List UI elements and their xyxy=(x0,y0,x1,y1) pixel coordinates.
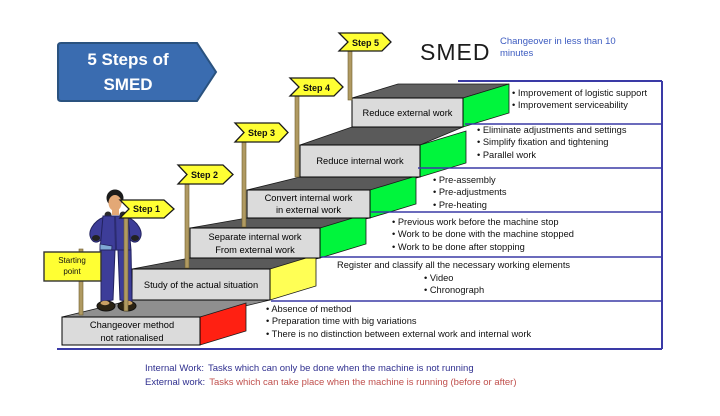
step-1-label-line1: Study of the actual situation xyxy=(143,279,259,290)
flag-step-2-label: Step 2 xyxy=(191,170,218,180)
bullet-item: Improvement of logistic support xyxy=(512,87,647,99)
step-5-label: Reduce external work xyxy=(354,100,461,126)
legend: Internal Work:Tasks which can only be do… xyxy=(145,362,517,389)
front-step-0 xyxy=(61,316,201,346)
step-4-bullets: Eliminate adjustments and settings Simpl… xyxy=(477,124,627,161)
start-sign xyxy=(43,251,102,282)
banner-line2: SMED xyxy=(103,75,153,94)
staircase-treads xyxy=(61,83,510,318)
step-1-label: Study of the actual situation xyxy=(134,271,268,299)
bullet-item: There is no distinction between external… xyxy=(266,328,531,340)
start-sign-line1: Starting xyxy=(58,256,86,265)
worker-hand-left xyxy=(92,235,100,241)
worker-zipper xyxy=(114,215,117,251)
bullet-item: Work to be done after stopping xyxy=(392,241,574,253)
page-title: SMED xyxy=(420,39,491,65)
step-3-label-line2: in external work xyxy=(275,205,342,215)
step-0-label-line2: not rationalised xyxy=(100,332,164,343)
worker-shoe-left-top xyxy=(100,300,110,306)
bullet-item: Pre-adjustments xyxy=(433,186,507,198)
worker-hand-right xyxy=(131,235,139,241)
step-3-label-line1: Convert internal work xyxy=(264,192,353,203)
step-4-label: Reduce internal work xyxy=(302,147,418,175)
front-step-2 xyxy=(189,227,321,259)
step-5-bullets: Improvement of logistic support Improvem… xyxy=(512,87,647,112)
flag-pole-5 xyxy=(347,49,353,101)
bullet-item: Eliminate adjustments and settings xyxy=(477,124,627,136)
start-sign-labels: Starting point xyxy=(58,256,86,276)
flag-step-3 xyxy=(233,122,289,143)
bullet-item: Video xyxy=(424,272,484,284)
flag-step-4-label: Step 4 xyxy=(303,83,330,93)
bullet-item: Chronograph xyxy=(424,284,484,296)
step-2-bullets: Previous work before the machine stop Wo… xyxy=(392,216,574,253)
legend-external-line: External work:Tasks which can take place… xyxy=(145,376,517,390)
banner-arrow-shape xyxy=(57,42,218,102)
flag-step-5-label: Step 5 xyxy=(352,38,379,48)
legend-internal-text: Tasks which can only be done when the ma… xyxy=(207,363,474,374)
flag-step-5 xyxy=(337,32,392,52)
front-step-3 xyxy=(246,189,371,219)
flag-step-1-label: Step 1 xyxy=(133,204,160,214)
bullet-item: Simplify fixation and tightening xyxy=(477,136,627,148)
step-flags xyxy=(118,32,392,219)
banner: 5 Steps of SMED xyxy=(58,43,198,101)
step-0-label-line1: Changeover method xyxy=(89,320,175,331)
legend-external-text: Tasks which can take place when the mach… xyxy=(209,376,517,388)
step-0-bullets: Absence of method Preparation time with … xyxy=(266,303,531,340)
bullet-item: Pre-heating xyxy=(433,199,507,211)
bullet-item: Pre-assembly xyxy=(433,174,507,186)
start-sign-line2: point xyxy=(63,267,81,276)
worker-neck xyxy=(112,209,119,215)
front-step-4 xyxy=(299,144,421,178)
bullet-item: Absence of method xyxy=(266,303,531,315)
front-step-5 xyxy=(351,97,464,128)
flag-pole-2 xyxy=(184,182,190,269)
flag-pole-4 xyxy=(294,94,300,178)
step-2-label-line1: Separate internal work xyxy=(208,232,302,243)
step-4-label-line1: Reduce internal work xyxy=(316,155,404,166)
bullet-item: Improvement serviceability xyxy=(512,99,647,111)
step-1-bullets: Video Chronograph xyxy=(424,272,484,297)
staircase-fronts xyxy=(61,97,464,346)
legend-internal-line: Internal Work:Tasks which can only be do… xyxy=(145,362,517,376)
subtitle: Changeover in less than 10 minutes xyxy=(500,36,616,59)
flag-step-2 xyxy=(176,164,234,185)
flag-pole-3 xyxy=(241,141,247,228)
step-flag-labels: Step 1 Step 2 Step 3 Step 4 Step 5 xyxy=(133,38,379,214)
front-step-1 xyxy=(131,268,271,301)
banner-line1: 5 Steps of xyxy=(87,50,169,69)
flag-step-1 xyxy=(118,199,175,219)
worker-face xyxy=(108,195,122,211)
legend-external-label: External work: xyxy=(145,376,206,388)
flag-step-4 xyxy=(288,77,344,97)
bullet-item: Work to be done with the machine stopped xyxy=(392,228,574,240)
legend-internal-label: Internal Work: xyxy=(145,363,204,374)
worker-leg-left xyxy=(100,249,116,303)
bullet-item: Parallel work xyxy=(477,149,627,161)
step-3-label: Convert internal work in external work xyxy=(249,191,368,217)
step-1-bullets-header: Register and classify all the necessary … xyxy=(337,260,571,270)
flag-pole-1 xyxy=(123,216,129,312)
staircase-sides xyxy=(199,83,510,346)
step-0-label: Changeover method not rationalised xyxy=(64,319,200,344)
flag-step-3-label: Step 3 xyxy=(248,128,275,138)
start-sign-pole xyxy=(78,248,84,316)
step-2-label-line2: From external work xyxy=(215,244,295,255)
bullet-item: Preparation time with big variations xyxy=(266,315,531,327)
step-5-label-line1: Reduce external work xyxy=(362,107,453,118)
step-2-label: Separate internal work From external wor… xyxy=(192,230,318,257)
worker-figure xyxy=(89,189,142,312)
step-3-bullets: Pre-assembly Pre-adjustments Pre-heating xyxy=(433,174,507,211)
bullet-item: Previous work before the machine stop xyxy=(392,216,574,228)
info-panel-frame xyxy=(57,80,663,350)
